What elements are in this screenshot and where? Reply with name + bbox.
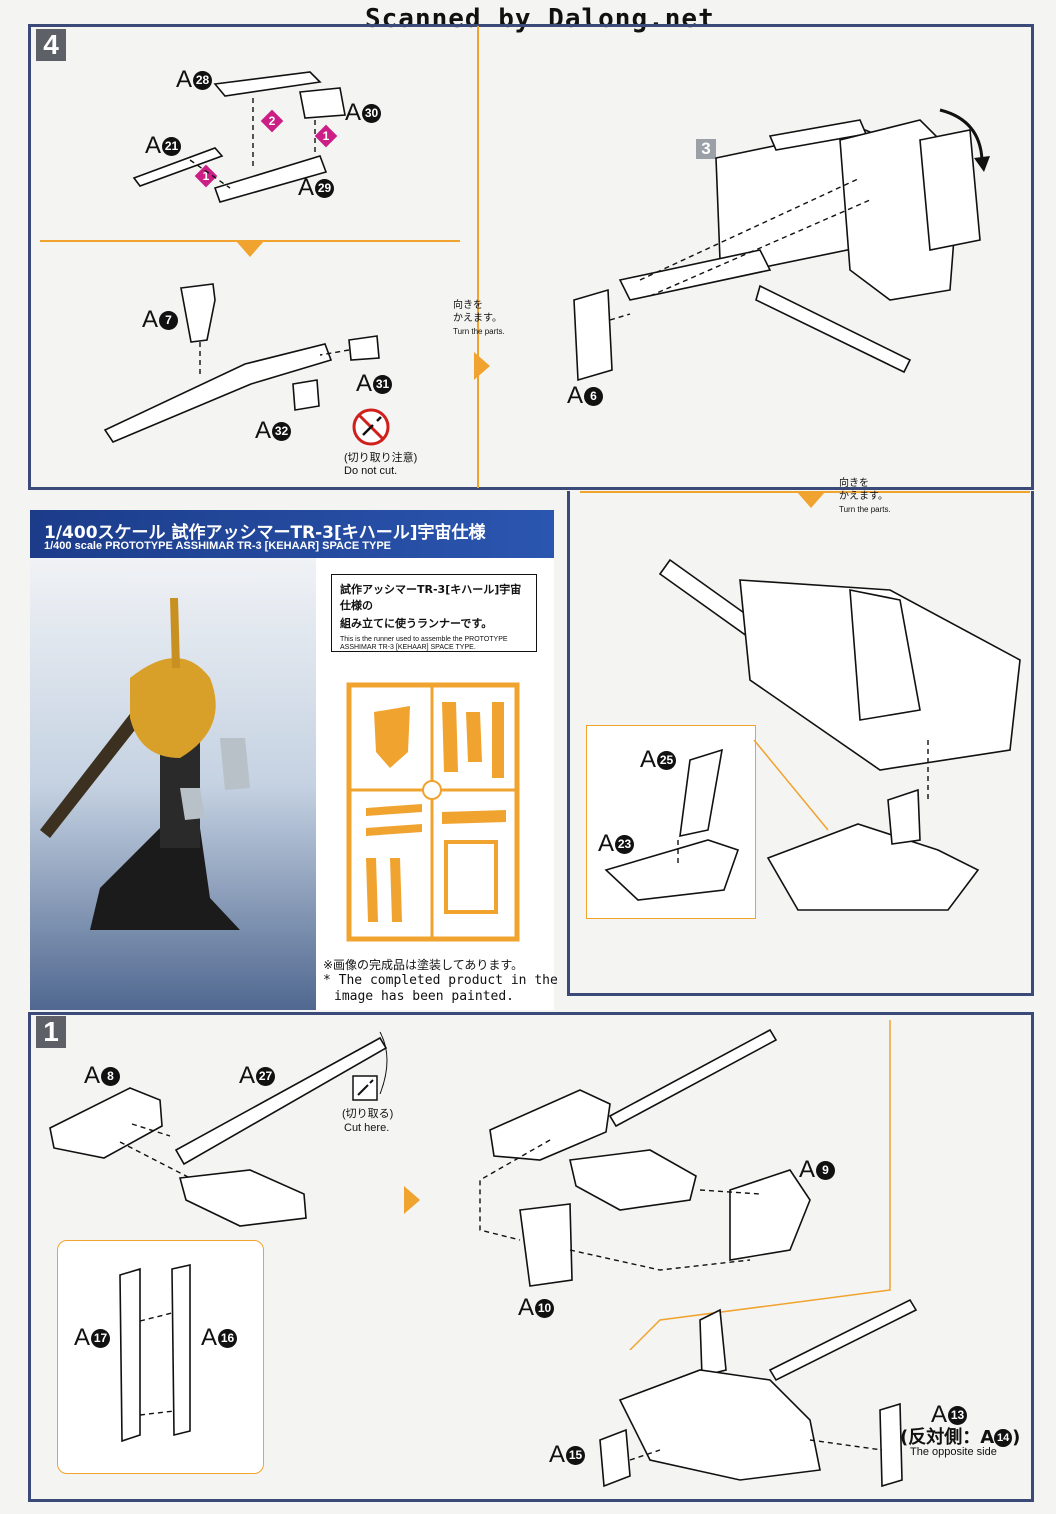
runner-en: ASSHIMAR TR-3 [KEHAAR] SPACE TYPE. [340, 644, 476, 651]
callout-line [629, 1020, 891, 1350]
model-figure [40, 598, 250, 930]
painted-note-en: * The completed product in the [323, 973, 558, 988]
caution-label-jp: (切り取り注意) [344, 452, 418, 464]
runner-en: This is the runner used to assemble the … [340, 636, 508, 643]
assembly-diagram [479, 1028, 811, 1287]
info-title-en: 1/400 scale PROTOTYPE ASSHIMAR TR-3 [KEH… [44, 540, 391, 552]
step1-frame [28, 1012, 1034, 1502]
stand-diagram [604, 740, 980, 911]
part-diagram [132, 71, 346, 203]
divider-vertical [477, 26, 479, 488]
info-title-jp: 1/400スケール 試作アッシマーTR-3[キハール]宇宙仕様 [44, 523, 486, 543]
step-number-3: 3 [696, 139, 716, 159]
detail-inset [57, 1240, 264, 1474]
assembly-diagram [599, 1298, 918, 1488]
runner-jp: 試作アッシマーTR-3[キハール]宇宙仕様の [340, 583, 522, 612]
step4-frame [28, 24, 1034, 490]
turn-note-en: Turn the parts. [453, 327, 505, 336]
cut-label-jp: (切り取る) [342, 1108, 394, 1120]
title-bar [30, 510, 554, 558]
runner-description: 試作アッシマーTR-3[キハール]宇宙仕様の 組み立てに使うランナーです。 Th… [331, 574, 537, 652]
turn-note-jp: かえます。 [453, 313, 502, 324]
turn-note-jp: 向きを [453, 300, 483, 311]
cut-label-en: Cut here. [344, 1122, 390, 1134]
turn-note-jp: 向きを [839, 478, 869, 489]
turn-note-en: Turn the parts. [839, 505, 891, 514]
step-number-1: 1 [36, 1016, 66, 1048]
step-number-4: 4 [36, 29, 66, 61]
watermark: Scanned by Dalong.net [365, 4, 715, 34]
right-arrow-icon [404, 1186, 420, 1214]
runner-sprue [346, 682, 520, 942]
part-diagram [119, 1264, 191, 1443]
assembly-diagram [573, 108, 990, 382]
caution-label-en: Do not cut. [344, 465, 398, 477]
assembly-diagram [658, 558, 1021, 771]
down-arrow-icon [236, 241, 264, 257]
painted-note-en: image has been painted. [334, 989, 515, 1004]
no-cut-icon [352, 408, 390, 446]
runner-jp: 組み立てに使うランナーです。 [340, 617, 493, 630]
product-photo [30, 558, 316, 1010]
cut-here-icon [352, 1075, 378, 1101]
down-arrow-icon [797, 492, 825, 508]
turn-note-jp: かえます。 [839, 491, 888, 502]
part-diagram [49, 1031, 388, 1227]
part-diagram [103, 283, 380, 443]
completed-frame [567, 491, 1034, 996]
opposite-note-en: The opposite side [910, 1446, 997, 1458]
painted-note-jp: ※画像の完成品は塗装してあります。 [323, 958, 524, 972]
right-arrow-icon [474, 352, 490, 380]
